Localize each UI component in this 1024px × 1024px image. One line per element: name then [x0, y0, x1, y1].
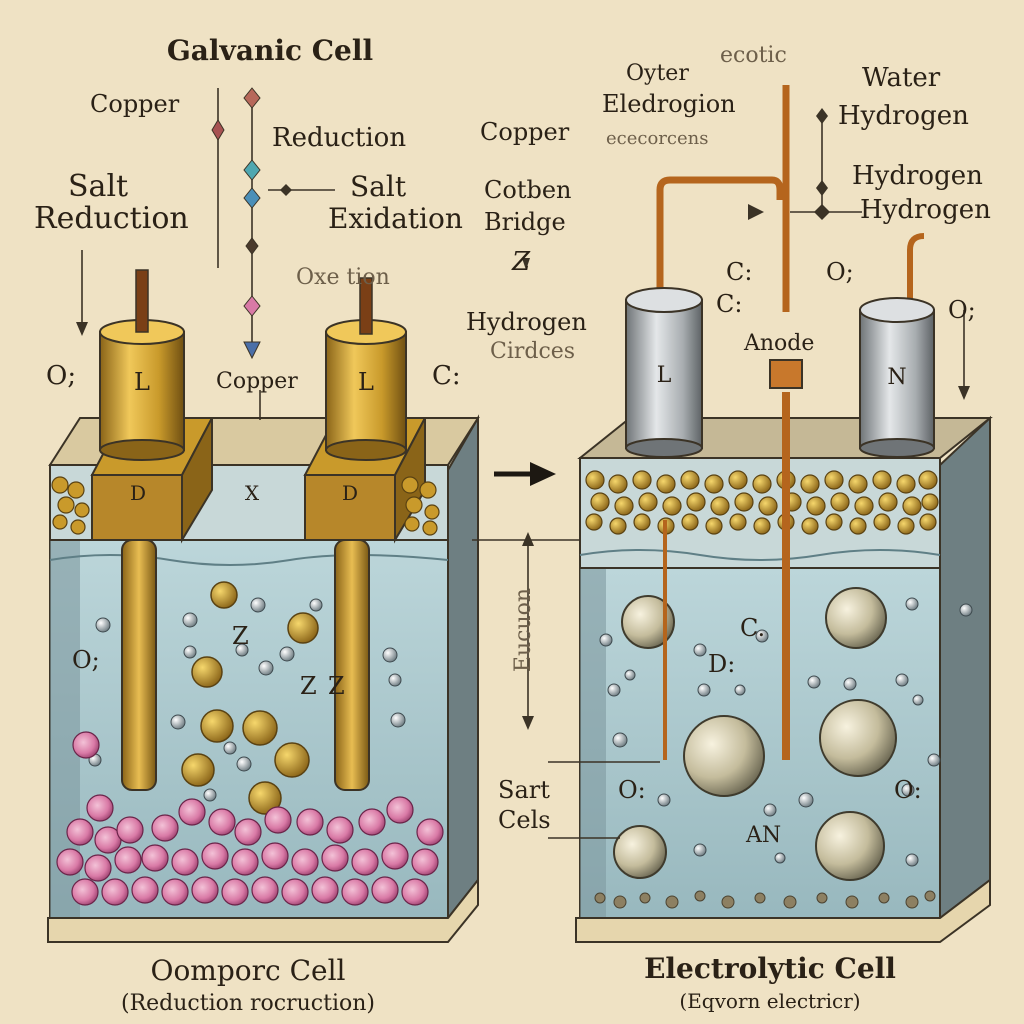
marker-diamond-icon — [243, 159, 261, 181]
left-copper-wire — [656, 176, 784, 290]
marker-arrow-down-icon — [522, 716, 534, 730]
marker-arrow-down-icon — [76, 322, 88, 336]
left-bottom-title: Oomporc Cell — [150, 954, 345, 987]
hydrogen1-label: Hydrogen — [838, 101, 969, 131]
left-rod-electrode — [121, 539, 157, 791]
sart-label: Sart — [498, 776, 550, 804]
right-bottom-rubble — [594, 890, 936, 909]
right-large-spheres — [613, 587, 897, 881]
galvanic-title: Galvanic Cell — [167, 34, 373, 67]
marker-diamond-icon — [816, 180, 828, 196]
marker-diamond-icon — [211, 119, 225, 141]
c-label-right-2: C: — [716, 290, 742, 318]
reduction-top-label: Reduction — [272, 123, 406, 153]
marker-arrow-down-icon — [958, 386, 970, 400]
left-bottom-subtitle: (Reduction rocruction) — [121, 991, 375, 1016]
o-label-top-right: O; — [826, 258, 854, 286]
liquid-z1-label: Z — [232, 622, 249, 650]
cirdces-label: Cirdces — [490, 339, 575, 364]
ececorcens-label: ececorcens — [606, 128, 708, 149]
marker-diamond-icon — [280, 184, 292, 196]
electrolytic-cell — [575, 85, 993, 943]
cotben-label: Cotben — [484, 176, 571, 204]
hydrogen3-label: Hydrogen — [860, 195, 991, 225]
marker-diamond-icon — [243, 187, 261, 209]
marker-arrow-down-icon — [522, 258, 530, 270]
copper-middle-label: Copper — [480, 118, 570, 146]
annotation-markers — [76, 87, 970, 730]
oyter-label: Oyter — [626, 61, 689, 86]
liquid-z3-label: Z — [328, 672, 345, 700]
left-base — [47, 877, 479, 943]
oxidation-mid-label: Exidation — [328, 202, 463, 235]
right-electrode-cap — [325, 277, 407, 461]
vertical-eucuon-label: Eucuon — [511, 588, 536, 672]
salt-mid-label: Salt — [350, 170, 407, 203]
right-right-electrode — [859, 297, 935, 458]
eledrogion-label: Eledrogion — [602, 90, 736, 118]
z-symbol-label: Z — [511, 247, 531, 277]
right-top-faint-label: ecotic — [720, 43, 787, 68]
right-small-bubbles — [599, 597, 973, 867]
salt-left-label: Salt — [68, 169, 128, 204]
electrolytic-title: Electrolytic Cell — [644, 952, 896, 985]
right-rod-electrode — [334, 539, 370, 791]
left-nuggets — [51, 476, 440, 536]
marker-diamond-icon — [243, 295, 261, 317]
bridge-label: Bridge — [484, 208, 566, 236]
hydrogen2-label: Hydrogen — [852, 161, 983, 191]
liquid-d-label: D: — [708, 650, 735, 678]
o-left-label: O; — [46, 361, 76, 391]
left-pink-particles — [56, 731, 444, 906]
o-label-far-right: O; — [948, 296, 976, 324]
marker-diamond-icon — [816, 108, 828, 124]
left-tank-side — [447, 414, 479, 921]
marker-diamond-icon — [243, 87, 261, 109]
left-bubbles — [88, 597, 406, 802]
liquid-an-label: AN — [745, 823, 781, 848]
reduction-left-label: Reduction — [34, 201, 189, 236]
hydrogen-middle-label: Hydrogen — [466, 308, 587, 336]
water-label: Water — [862, 63, 941, 93]
liquid-c-label: C. — [740, 614, 765, 642]
marker-diamond-icon — [245, 237, 259, 255]
c-label-right: C: — [726, 258, 752, 286]
c-right-label: C: — [432, 361, 461, 391]
right-right-cap-letter: N — [887, 365, 906, 390]
marker-arrow-up-icon — [522, 532, 534, 546]
left-cap-letter: L — [134, 368, 150, 396]
right-cap-letter: L — [358, 368, 374, 396]
liquid-z2-label: Z — [300, 672, 317, 700]
left-electrode-cap — [99, 269, 185, 461]
marker-diamond-icon — [814, 204, 830, 220]
liquid-o-left-label: O: — [618, 776, 646, 804]
block-right-letter: D — [342, 481, 358, 505]
block-mid-letter: X — [245, 481, 260, 505]
left-gold-particles — [181, 581, 319, 815]
galvanic-cell — [47, 269, 480, 943]
right-base — [575, 877, 991, 943]
right-tank-side — [939, 415, 991, 921]
right-left-electrode — [625, 287, 703, 458]
marker-arrow-down-icon — [243, 341, 261, 360]
right-nuggets — [585, 470, 939, 535]
copper-top-label: Copper — [90, 90, 180, 118]
copper-mid-label: Copper — [216, 369, 298, 394]
oxidation-faint-label: Oxe tion — [296, 265, 390, 290]
right-left-cap-letter: L — [657, 363, 672, 388]
liquid-o-label: O; — [72, 646, 100, 674]
marker-arrow-right-icon — [748, 204, 764, 220]
cels-label: Cels — [498, 806, 551, 834]
liquid-o-right-label: O: — [894, 776, 922, 804]
block-left-letter: D — [130, 481, 146, 505]
flow-arrow-icon — [494, 462, 556, 486]
right-bottom-subtitle: (Eqvorn electricr) — [679, 989, 860, 1013]
anode-label: Anode — [743, 331, 814, 356]
